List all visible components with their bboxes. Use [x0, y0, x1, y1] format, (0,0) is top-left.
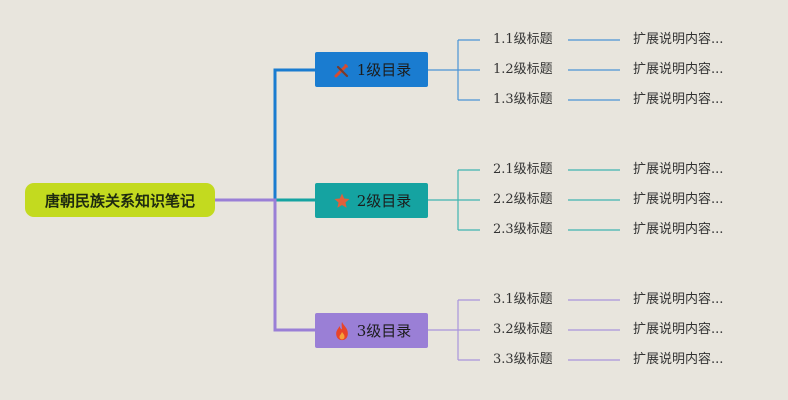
- root-topic[interactable]: 唐朝民族关系知识笔记: [25, 183, 215, 217]
- tools-icon: [332, 60, 352, 80]
- note-3-3[interactable]: 扩展说明内容...: [633, 352, 724, 367]
- note-2-2[interactable]: 扩展说明内容...: [633, 192, 724, 207]
- star-icon: [332, 191, 352, 211]
- note-1-2[interactable]: 扩展说明内容...: [633, 62, 724, 77]
- root-topic-label: 唐朝民族关系知识笔记: [44, 191, 195, 210]
- subtopic-2-1[interactable]: 2.1级标题: [493, 162, 553, 177]
- subtopic-3-2[interactable]: 3.2级标题: [493, 322, 553, 337]
- branch-topic-1[interactable]: 1级目录: [315, 52, 428, 87]
- subtopic-1-2[interactable]: 1.2级标题: [493, 62, 553, 77]
- subtopic-1-1[interactable]: 1.1级标题: [493, 32, 553, 47]
- note-2-3[interactable]: 扩展说明内容...: [633, 222, 724, 237]
- fire-icon: [332, 321, 352, 341]
- note-3-2[interactable]: 扩展说明内容...: [633, 322, 724, 337]
- branch-topic-3[interactable]: 3级目录: [315, 313, 428, 348]
- note-2-1[interactable]: 扩展说明内容...: [633, 162, 724, 177]
- subtopic-1-3[interactable]: 1.3级标题: [493, 92, 553, 107]
- note-3-1[interactable]: 扩展说明内容...: [633, 292, 724, 307]
- branch-topic-1-label: 1级目录: [356, 61, 412, 79]
- branch-topic-3-label: 3级目录: [356, 322, 412, 340]
- connector-branch-3: [215, 198, 315, 332]
- connector-branch-1: [215, 68, 315, 202]
- subtopic-3-3[interactable]: 3.3级标题: [493, 352, 553, 367]
- note-1-1[interactable]: 扩展说明内容...: [633, 32, 724, 47]
- note-1-3[interactable]: 扩展说明内容...: [633, 92, 724, 107]
- branch-topic-2-label: 2级目录: [356, 192, 412, 210]
- subtopic-2-3[interactable]: 2.3级标题: [493, 222, 553, 237]
- subtopic-3-1[interactable]: 3.1级标题: [493, 292, 553, 307]
- branch-topic-2[interactable]: 2级目录: [315, 183, 428, 218]
- subtopic-2-2[interactable]: 2.2级标题: [493, 192, 553, 207]
